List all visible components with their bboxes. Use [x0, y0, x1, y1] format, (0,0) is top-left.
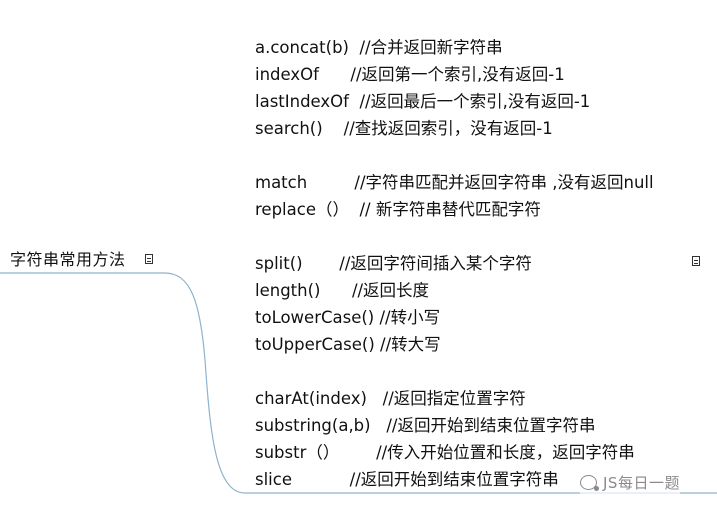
wechat-icon [580, 474, 599, 491]
method-line: match //字符串匹配并返回字符串 ,没有返回null [255, 173, 654, 192]
method-line: toUpperCase() //转大写 [255, 335, 441, 354]
group-gap [255, 223, 654, 250]
group-gap [255, 142, 654, 169]
watermark: JS每日一题 [580, 470, 680, 494]
child-node-methods[interactable]: a.concat(b) //合并返回新字符串 indexOf //返回第一个索引… [255, 34, 654, 493]
branch-connector [164, 272, 717, 494]
method-line: substr（） //传入开始位置和长度，返回字符串 [255, 443, 635, 462]
method-line: substring(a,b) //返回开始到结束位置字符串 [255, 416, 596, 435]
group-gap [255, 358, 654, 385]
method-line: a.concat(b) //合并返回新字符串 [255, 38, 503, 57]
method-line: replace（） // 新字符串替代匹配字符 [255, 200, 541, 219]
method-line: charAt(index) //返回指定位置字符 [255, 389, 526, 408]
method-line: length() //返回长度 [255, 281, 430, 300]
watermark-text: JS每日一题 [603, 473, 680, 492]
note-icon[interactable] [145, 254, 153, 264]
method-line: lastIndexOf //返回最后一个索引,没有返回-1 [255, 92, 591, 111]
method-line: indexOf //返回第一个索引,没有返回-1 [255, 65, 565, 84]
method-line: toLowerCase() //转小写 [255, 308, 441, 327]
note-icon[interactable] [692, 256, 700, 266]
method-line: search() //查找返回索引，没有返回-1 [255, 119, 553, 138]
method-line: split() //返回字符间插入某个字符 [255, 254, 532, 273]
root-node-label[interactable]: 字符串常用方法 [10, 250, 126, 269]
method-line: slice //返回开始到结束位置字符串 [255, 470, 559, 489]
